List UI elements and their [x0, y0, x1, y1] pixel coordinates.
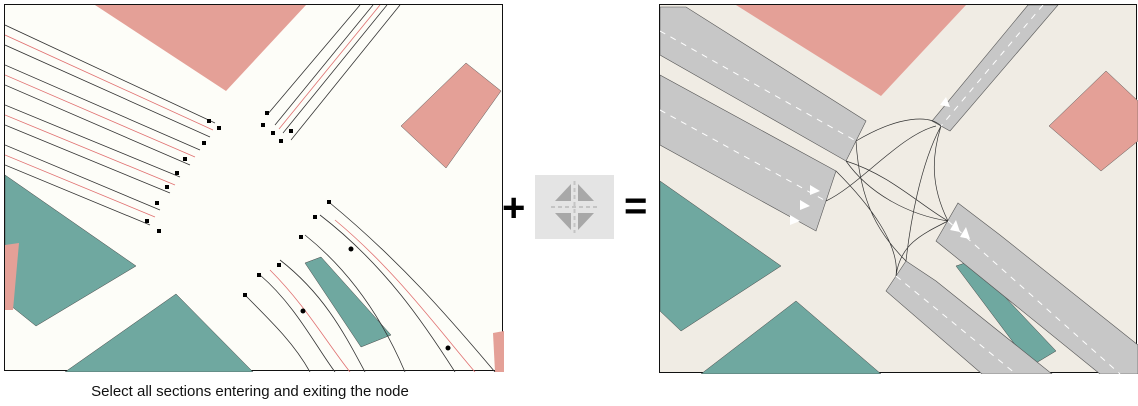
park — [304, 256, 392, 348]
building — [95, 5, 306, 91]
caption: Select all sections entering and exiting… — [91, 383, 409, 400]
lane-markings — [660, 5, 1121, 374]
turn-connections — [825, 118, 949, 277]
road-north — [931, 5, 1059, 132]
plus-operator: + — [502, 186, 526, 230]
lane-arrows — [790, 97, 970, 239]
node-map — [660, 5, 1138, 374]
road-east — [935, 202, 1138, 374]
building — [1048, 70, 1138, 172]
building — [400, 62, 502, 169]
section-lines — [5, 5, 496, 372]
building — [5, 243, 19, 310]
output-node-panel — [659, 4, 1138, 374]
road-south — [885, 260, 1053, 374]
road-west-lower — [660, 74, 837, 232]
building — [493, 331, 504, 372]
park — [64, 293, 254, 372]
park — [700, 300, 882, 374]
park — [5, 174, 137, 327]
park — [660, 180, 782, 332]
section-endpoints — [145, 111, 451, 351]
roads — [660, 5, 1138, 374]
node-create-icon[interactable] — [535, 175, 614, 239]
node-create-glyph — [551, 181, 598, 233]
equals-operator: = — [624, 184, 648, 228]
building — [736, 5, 966, 96]
input-sections-panel — [4, 4, 504, 372]
sections-map — [5, 5, 504, 372]
